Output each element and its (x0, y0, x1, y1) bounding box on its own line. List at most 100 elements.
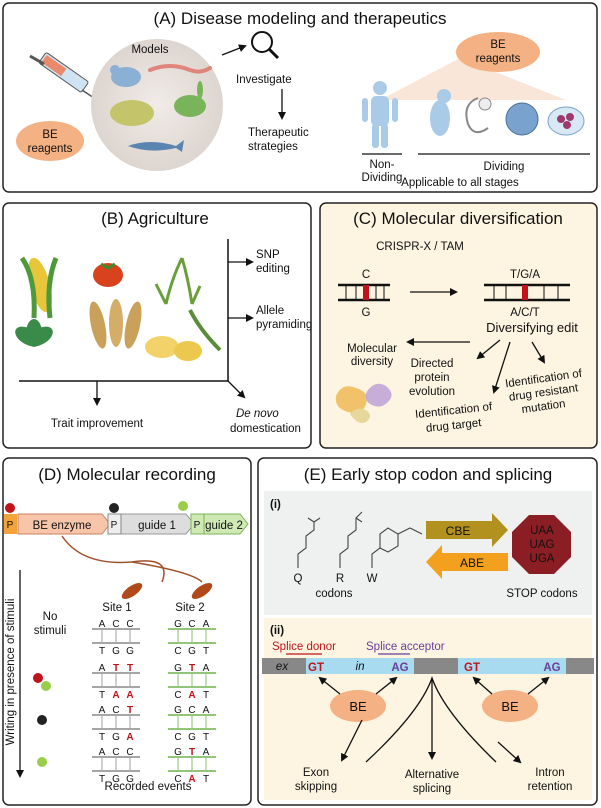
base-label: A (126, 690, 133, 701)
stimulus-red-marker (5, 503, 15, 513)
row2-red-dot (33, 673, 43, 683)
arrow-to-directed (476, 339, 501, 360)
exon-skip-line2: skipping (295, 781, 337, 793)
rabbit-icon (174, 81, 206, 117)
stop-codon-2: UAG (530, 539, 555, 551)
base-label: C (112, 705, 119, 716)
dna-before (338, 283, 390, 302)
arrow-to-exon-skip (341, 719, 363, 762)
directed-line2: protein (414, 372, 449, 384)
base-label: C (112, 619, 119, 630)
codons-label: codons (315, 588, 352, 600)
protein-blobs-icon (335, 383, 392, 423)
arabidopsis-icon (15, 319, 53, 347)
base-label: A (188, 774, 195, 785)
amino-acid-w: W (367, 573, 378, 585)
snp-line2: editing (256, 263, 290, 275)
magnifier-icon (251, 31, 280, 60)
base-label: G (174, 663, 182, 674)
panel-a-title: (A) Disease modeling and therapeutics (154, 9, 447, 28)
gt-2: GT (464, 662, 480, 674)
frog-icon (110, 100, 154, 126)
be-reagents-left-line1: BE (42, 129, 58, 141)
potato-icon (145, 336, 202, 361)
be-reagents-right-badge (456, 32, 540, 72)
panel-c: (C) Molecular diversification CRISPR-X /… (319, 202, 598, 449)
splice-acceptor-label: Splice acceptor (366, 641, 445, 653)
grass-seed-icon (188, 309, 222, 352)
base-label: A (203, 663, 210, 674)
panel-d: (D) Molecular recording BE enzyme guide … (2, 457, 252, 806)
base-label: A (99, 705, 106, 716)
corn-icon (19, 256, 59, 319)
no-stimuli-line1: No (43, 611, 58, 623)
amino-acid-q: Q (294, 573, 303, 585)
be-reagents-right-line1: BE (490, 39, 506, 51)
arrow-to-drug-target (492, 341, 511, 394)
directed-line1: Directed (411, 358, 454, 370)
amino-acid-structures (297, 511, 423, 568)
base-label: T (113, 663, 119, 674)
row3-black-dot (37, 715, 47, 725)
guide1-label: guide 1 (138, 520, 176, 532)
base-label: A (112, 690, 119, 701)
panel-b-title: (B) Agriculture (101, 209, 209, 228)
wheat-icon (89, 299, 142, 349)
be-enzyme-block (17, 513, 111, 535)
site1-label: Site 1 (102, 602, 131, 614)
site2-label: Site 2 (175, 602, 204, 614)
intron-2 (458, 658, 566, 674)
enzyme-tether-2 (131, 561, 203, 583)
base-label: G (126, 774, 134, 785)
alt-splice-line1: Alternative (405, 769, 459, 781)
be-enzyme-label: BE enzyme (33, 520, 92, 532)
be-badge-1 (330, 690, 386, 722)
panel-d-title: (D) Molecular recording (38, 465, 216, 484)
rice-icon (154, 257, 202, 305)
base-label: A (203, 705, 210, 716)
panel-c-title: (C) Molecular diversification (353, 209, 563, 228)
base-top-left: C (362, 269, 370, 281)
directed-line3: evolution (409, 386, 455, 398)
base-label: C (174, 646, 181, 657)
base-label: G (174, 747, 182, 758)
base-label: A (99, 663, 106, 674)
base-label: A (99, 747, 106, 758)
guide2-label: guide 2 (205, 520, 243, 532)
base-label: T (203, 646, 209, 657)
intron-ret-line1: Intron (535, 767, 564, 779)
base-label: A (203, 619, 210, 630)
base-label: T (203, 774, 209, 785)
ag-2: AG (543, 662, 560, 674)
panel-e-i-label: (i) (270, 499, 281, 511)
base-label: T (99, 774, 105, 785)
intron-1 (306, 658, 414, 674)
promoter-3-label: P (194, 520, 201, 531)
base-label: T (127, 705, 133, 716)
splice-donor-label: Splice donor (272, 641, 336, 653)
base-label: G (126, 646, 134, 657)
mol-diversity-line1: Molecular (347, 343, 397, 355)
stop-sign-icon (512, 515, 571, 574)
vertical-label: Writing in presence of stimuli (5, 599, 17, 746)
stop-codon-1: UAA (530, 525, 554, 537)
applicable-label: Applicable to all stages (401, 177, 519, 189)
recording-sites: ATCGCGGCCGATATTATAGCTAATATCGTAGCCGATATCG… (92, 619, 216, 785)
stop-codons-label: STOP codons (506, 588, 577, 600)
panel-e-ii-label: (ii) (270, 625, 284, 637)
be-reagents-left-badge (16, 121, 84, 161)
be-label-2: BE (501, 699, 519, 714)
therapeutic-line1: Therapeutic (248, 127, 309, 139)
enzyme-site1-icon (121, 582, 143, 600)
panel-e: (E) Early stop codon and splicing (i) Q … (257, 457, 598, 806)
ag-1: AG (391, 662, 408, 674)
mol-diversity-line2: diversity (351, 356, 393, 368)
base-top-right: T/G/A (510, 269, 540, 281)
base-label: T (127, 663, 133, 674)
be2-to-gt-arrow (472, 676, 493, 695)
base-label: C (174, 774, 181, 785)
fetus-icon (465, 97, 492, 134)
